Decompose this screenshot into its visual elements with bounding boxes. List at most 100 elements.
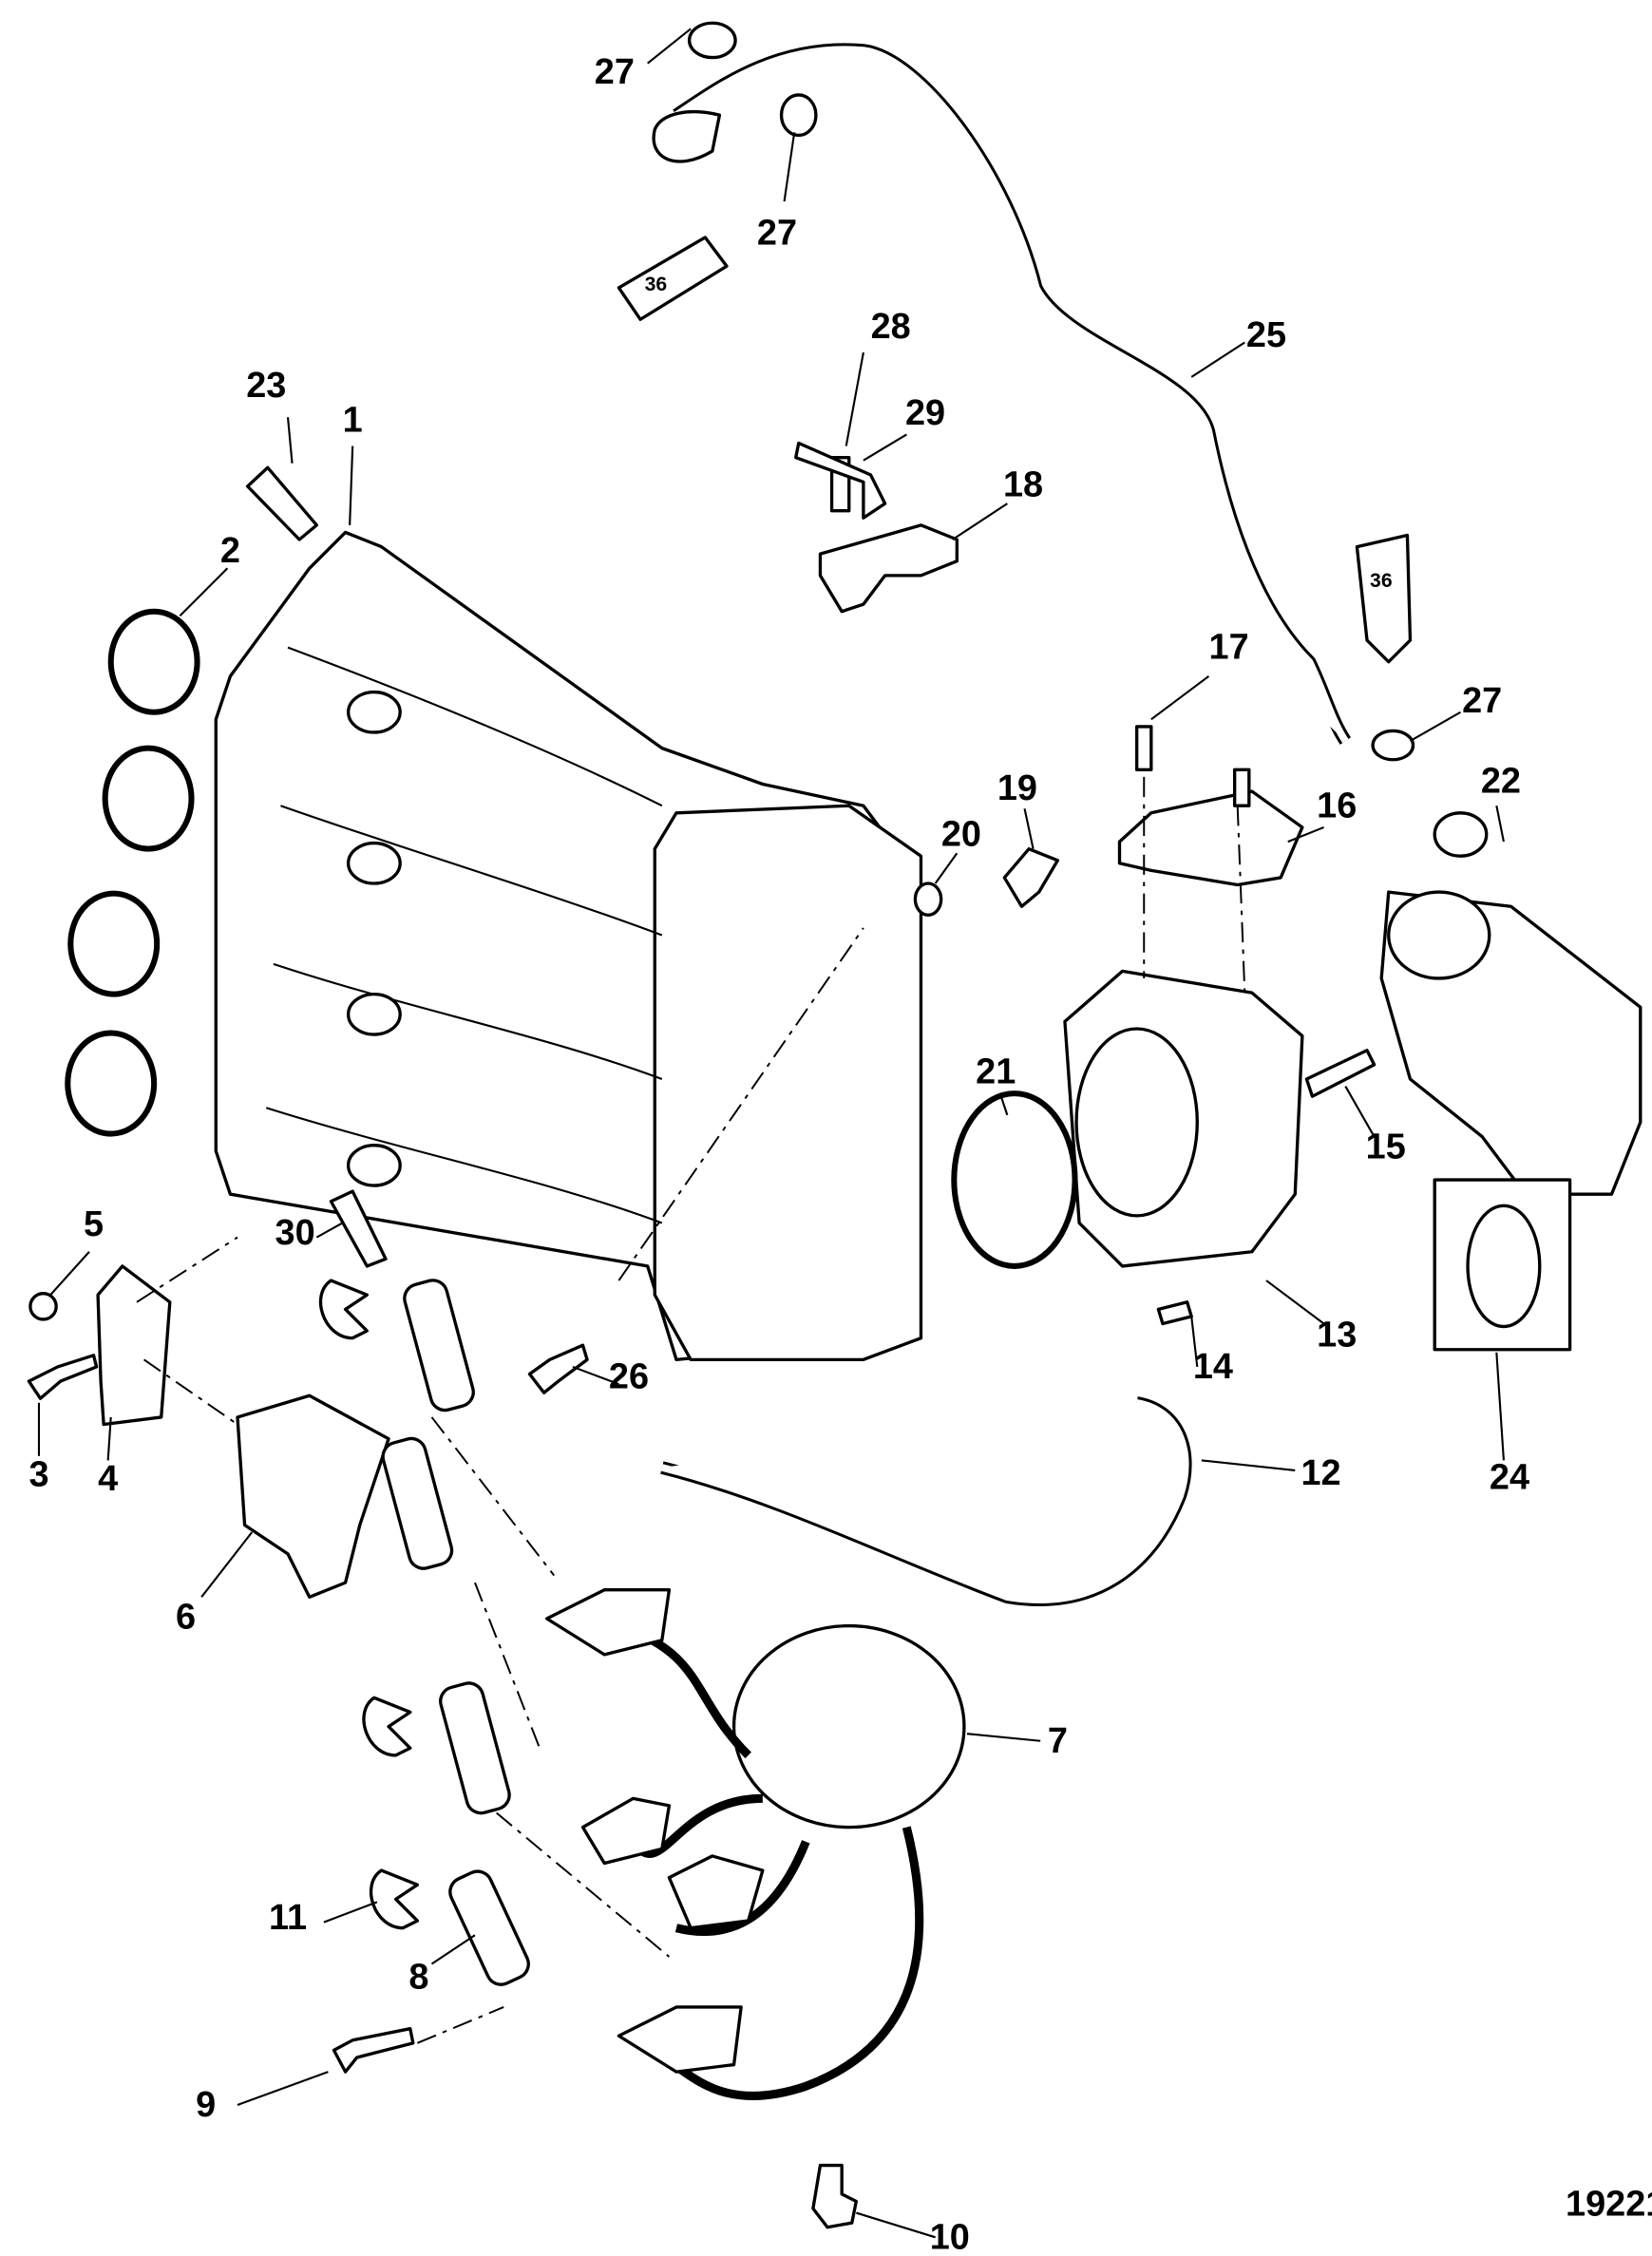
callout-16: 16	[1317, 786, 1357, 825]
mounting-bracket	[96, 1264, 172, 1427]
leader-line	[286, 417, 294, 464]
fuel-rail-harness	[731, 1623, 966, 1829]
throttle-position-sensor	[1117, 789, 1304, 887]
sealant-tube-label: 36	[1370, 570, 1393, 592]
leader-line	[952, 502, 1008, 540]
callout-6: 6	[176, 1598, 196, 1638]
hose-clamp	[687, 21, 737, 60]
callout-18: 18	[1003, 465, 1043, 505]
callout-2: 2	[220, 531, 240, 571]
callout-10: 10	[930, 2217, 970, 2256]
callout-27: 27	[1462, 681, 1502, 721]
elbow-nipple	[1433, 811, 1489, 858]
leader-line	[1495, 1352, 1505, 1461]
hose-clamp	[1371, 729, 1415, 762]
callout-22: 22	[1481, 762, 1521, 802]
hose-elbow	[652, 110, 722, 163]
leader-line	[1190, 341, 1245, 378]
callout-21: 21	[976, 1052, 1016, 1092]
harness-bolt	[811, 2163, 858, 2229]
leader-line	[1265, 1280, 1325, 1325]
leader-line	[237, 2071, 329, 2106]
leader-line	[572, 1365, 619, 1386]
callout-8: 8	[408, 1957, 428, 1997]
leader-line	[845, 351, 864, 446]
seal-detail	[1466, 1204, 1542, 1329]
sensor-o-ring	[913, 882, 943, 917]
leader-line	[1344, 1086, 1376, 1138]
leader-line	[966, 1733, 1041, 1742]
callout-25: 25	[1246, 315, 1286, 355]
throttle-bolt	[1304, 1049, 1377, 1098]
plenum-cover	[653, 804, 923, 1362]
leader-line	[855, 2211, 936, 2239]
callout-28: 28	[871, 307, 911, 347]
callout-23: 23	[246, 366, 286, 406]
harness-branches	[617, 1621, 924, 2100]
sealant-tube-icon: 36	[1355, 533, 1413, 664]
leader-line	[863, 433, 907, 462]
throttle-gasket	[951, 1090, 1078, 1269]
manifold-o-rings	[65, 608, 200, 1137]
callout-14: 14	[1193, 1347, 1233, 1387]
leader-line	[1495, 806, 1505, 843]
throttle-bore	[1074, 1027, 1199, 1218]
leader-line	[1409, 711, 1461, 742]
leader-line	[430, 1934, 476, 1965]
tps-screw	[1232, 768, 1251, 807]
leader-line	[998, 1092, 1009, 1116]
callout-3: 3	[28, 1455, 48, 1495]
leader-line	[200, 1531, 253, 1598]
rail-bolt	[332, 2027, 415, 2074]
leader-line	[49, 1251, 90, 1296]
leader-lines	[37, 28, 1505, 2239]
sealant-tube-icon: 36	[617, 236, 729, 321]
callout-24: 24	[1490, 1458, 1529, 1498]
callout-11: 11	[269, 1898, 307, 1938]
vent-hose-inner	[674, 46, 1349, 744]
sealant-tube-label: 36	[645, 274, 668, 295]
leader-line	[783, 132, 796, 202]
callout-1: 1	[343, 400, 363, 440]
pin	[1156, 1300, 1193, 1326]
callout-27: 27	[757, 213, 797, 253]
injector-connectors	[544, 1588, 765, 2074]
callout-27: 27	[595, 52, 635, 92]
leader-line	[934, 852, 959, 884]
callout-5: 5	[84, 1204, 104, 1244]
leader-line	[1201, 1459, 1296, 1472]
injector-clips	[318, 1279, 420, 1930]
fuel-injectors	[381, 1279, 530, 1986]
bracket	[794, 441, 887, 520]
callout-4: 4	[98, 1459, 118, 1499]
manifold-bolt	[245, 465, 318, 541]
nut	[28, 1292, 58, 1321]
leader-line	[1150, 675, 1210, 721]
harness-cable-inner	[660, 1399, 1189, 1603]
callout-26: 26	[609, 1357, 649, 1397]
manifold-runner-ports	[346, 690, 402, 1187]
callout-30: 30	[275, 1213, 315, 1253]
callout-15: 15	[1366, 1127, 1406, 1166]
leader-line	[106, 1416, 112, 1461]
leader-line	[1287, 825, 1324, 844]
tps-screw	[1135, 725, 1153, 772]
leader-line	[179, 567, 229, 617]
callout-9: 9	[196, 2085, 216, 2125]
elbow-inlet	[1387, 890, 1491, 980]
leader-line	[1023, 808, 1035, 849]
leader-line	[1190, 1316, 1199, 1368]
callout-19: 19	[997, 768, 1037, 808]
callout-12: 12	[1301, 1453, 1340, 1493]
leader-line	[349, 446, 354, 525]
solenoid-valve	[236, 1393, 390, 1599]
map-sensor	[818, 523, 959, 614]
leader-line	[315, 1222, 344, 1239]
callout-29: 29	[905, 393, 945, 433]
plenum-bolt	[527, 1343, 589, 1394]
callout-17: 17	[1209, 628, 1249, 668]
assembly-lines	[136, 776, 1246, 2044]
